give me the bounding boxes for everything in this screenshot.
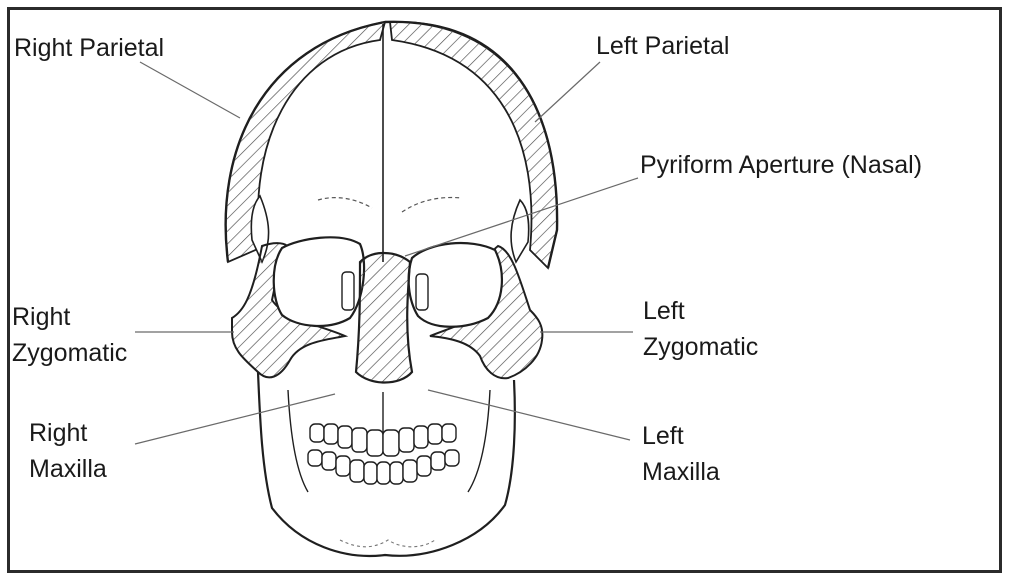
chin-mark <box>340 540 435 547</box>
leader-right-parietal <box>140 62 240 118</box>
label-right-zygomatic-line1: Right <box>12 299 127 335</box>
lower-teeth <box>308 450 459 484</box>
left-temporal-notch <box>511 200 529 262</box>
jaw-inner-right <box>468 390 490 492</box>
nasal-aperture-region <box>356 253 412 383</box>
label-right-parietal: Right Parietal <box>14 30 164 66</box>
right-parietal-region <box>226 22 385 262</box>
leader-right-maxilla <box>135 394 335 444</box>
leader-left-parietal <box>535 62 600 122</box>
label-right-maxilla: Right Maxilla <box>29 415 107 487</box>
label-left-zygomatic-line2: Zygomatic <box>643 329 758 365</box>
label-left-maxilla: Left Maxilla <box>642 418 720 490</box>
leader-left-maxilla <box>428 390 630 440</box>
left-orbit-fissure <box>416 274 428 310</box>
label-right-zygomatic-line2: Zygomatic <box>12 335 127 371</box>
label-left-zygomatic: Left Zygomatic <box>643 293 758 365</box>
right-orbit-fissure <box>342 272 354 310</box>
left-parietal-region <box>390 22 557 268</box>
label-right-maxilla-line2: Maxilla <box>29 451 107 487</box>
left-brow-mark <box>402 198 462 212</box>
label-left-maxilla-line1: Left <box>642 418 720 454</box>
label-left-maxilla-line2: Maxilla <box>642 454 720 490</box>
label-left-zygomatic-line1: Left <box>643 293 758 329</box>
label-right-zygomatic: Right Zygomatic <box>12 299 127 371</box>
label-left-parietal: Left Parietal <box>596 28 729 64</box>
label-pyriform-aperture: Pyriform Aperture (Nasal) <box>640 147 922 183</box>
right-brow-mark <box>318 198 372 208</box>
cranium-outline <box>226 22 557 268</box>
label-right-maxilla-line1: Right <box>29 415 107 451</box>
